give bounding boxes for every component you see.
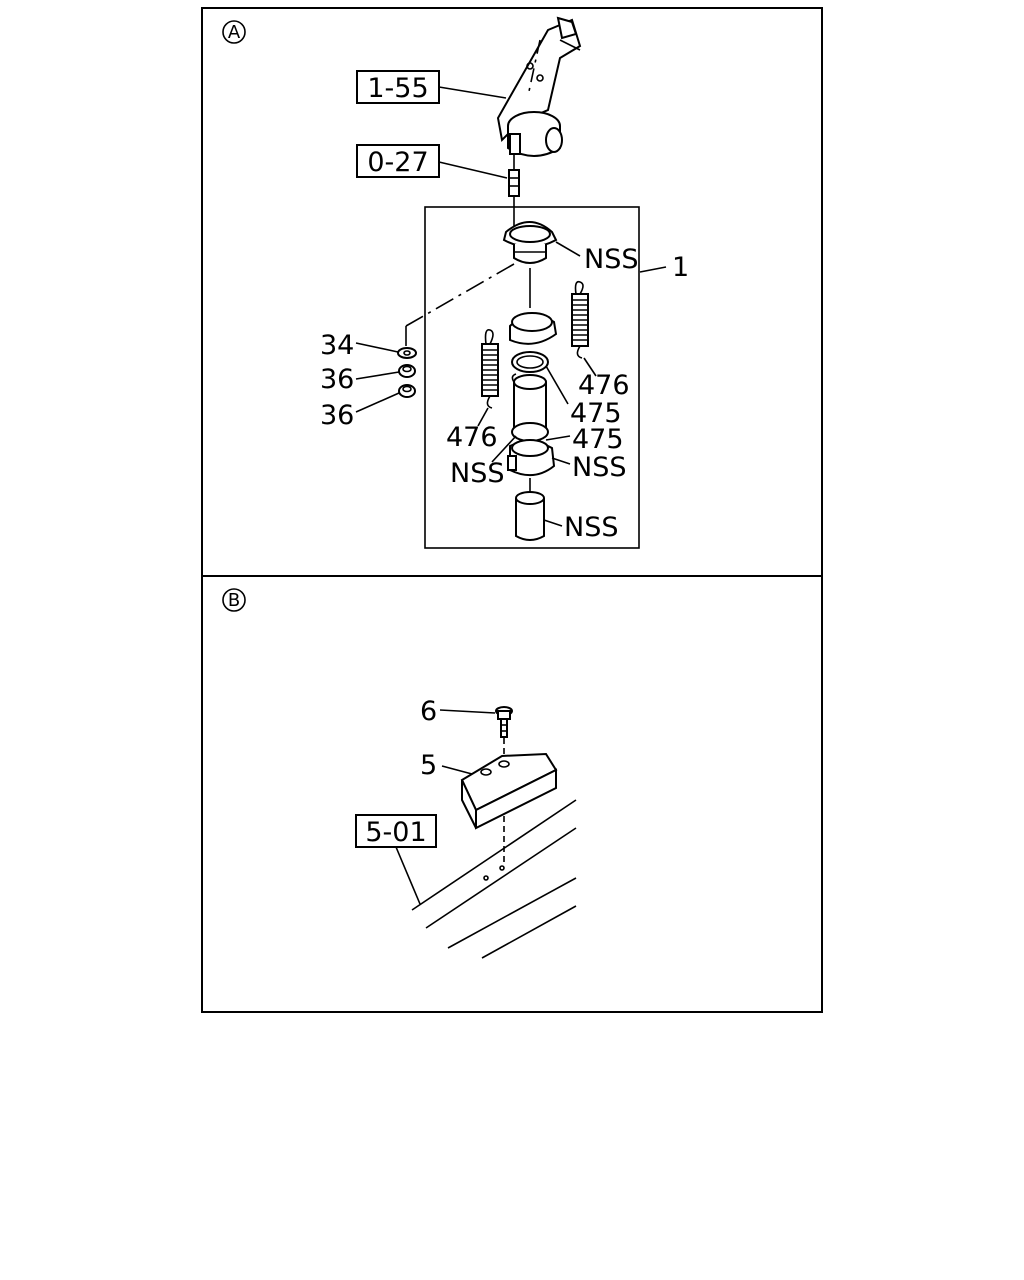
ref-box-5-01: 5-01	[355, 814, 437, 905]
label-part-476-left: 476	[446, 422, 498, 453]
label-nss-right: NSS	[572, 452, 626, 483]
bolt-6	[495, 706, 513, 738]
spring-476-left	[481, 328, 499, 409]
label-nss-bottom: NSS	[564, 512, 618, 543]
panel-b: B 6 5	[201, 575, 823, 1013]
washer-34	[397, 347, 417, 359]
label-nss-left: NSS	[450, 458, 504, 489]
ring-475-upper	[511, 351, 549, 373]
spring-476-right	[571, 280, 589, 359]
top-flange	[502, 221, 558, 264]
svg-text:0-27: 0-27	[367, 147, 428, 178]
ring-475-lower	[511, 422, 549, 442]
label-part-34: 34	[320, 330, 354, 361]
label-part-476-right: 476	[578, 370, 630, 401]
ref-box-1-55: 1-55	[356, 70, 507, 104]
frame-rail	[411, 799, 577, 959]
nut-36-a	[398, 364, 416, 378]
label-part-1: 1	[672, 252, 689, 283]
svg-text:5-01: 5-01	[365, 817, 426, 848]
label-nss-top: NSS	[584, 244, 638, 275]
svg-text:B: B	[228, 590, 240, 611]
pin-0-27: 0-27	[356, 144, 520, 197]
label-part-475-upper: 475	[570, 398, 622, 429]
nut-36-b	[398, 384, 416, 398]
label-part-5: 5	[420, 750, 437, 781]
svg-text:1-55: 1-55	[367, 73, 428, 104]
label-part-36-a: 36	[320, 364, 354, 395]
label-part-6: 6	[420, 696, 437, 727]
label-part-36-b: 36	[320, 400, 354, 431]
panel-b-frame	[201, 575, 823, 1013]
svg-text:A: A	[228, 22, 241, 43]
shift-lever-bracket	[496, 16, 582, 157]
bracket-5	[460, 752, 558, 830]
upper-cap	[509, 312, 558, 345]
panel-a: A 1-55 0-27	[201, 7, 823, 577]
panel-b-marker: B	[222, 588, 246, 612]
bottom-cylinder	[515, 491, 545, 541]
lower-bushing	[507, 439, 556, 477]
panel-a-marker: A	[222, 20, 246, 44]
kit-frame	[424, 206, 640, 549]
label-part-475-lower: 475	[572, 424, 624, 455]
